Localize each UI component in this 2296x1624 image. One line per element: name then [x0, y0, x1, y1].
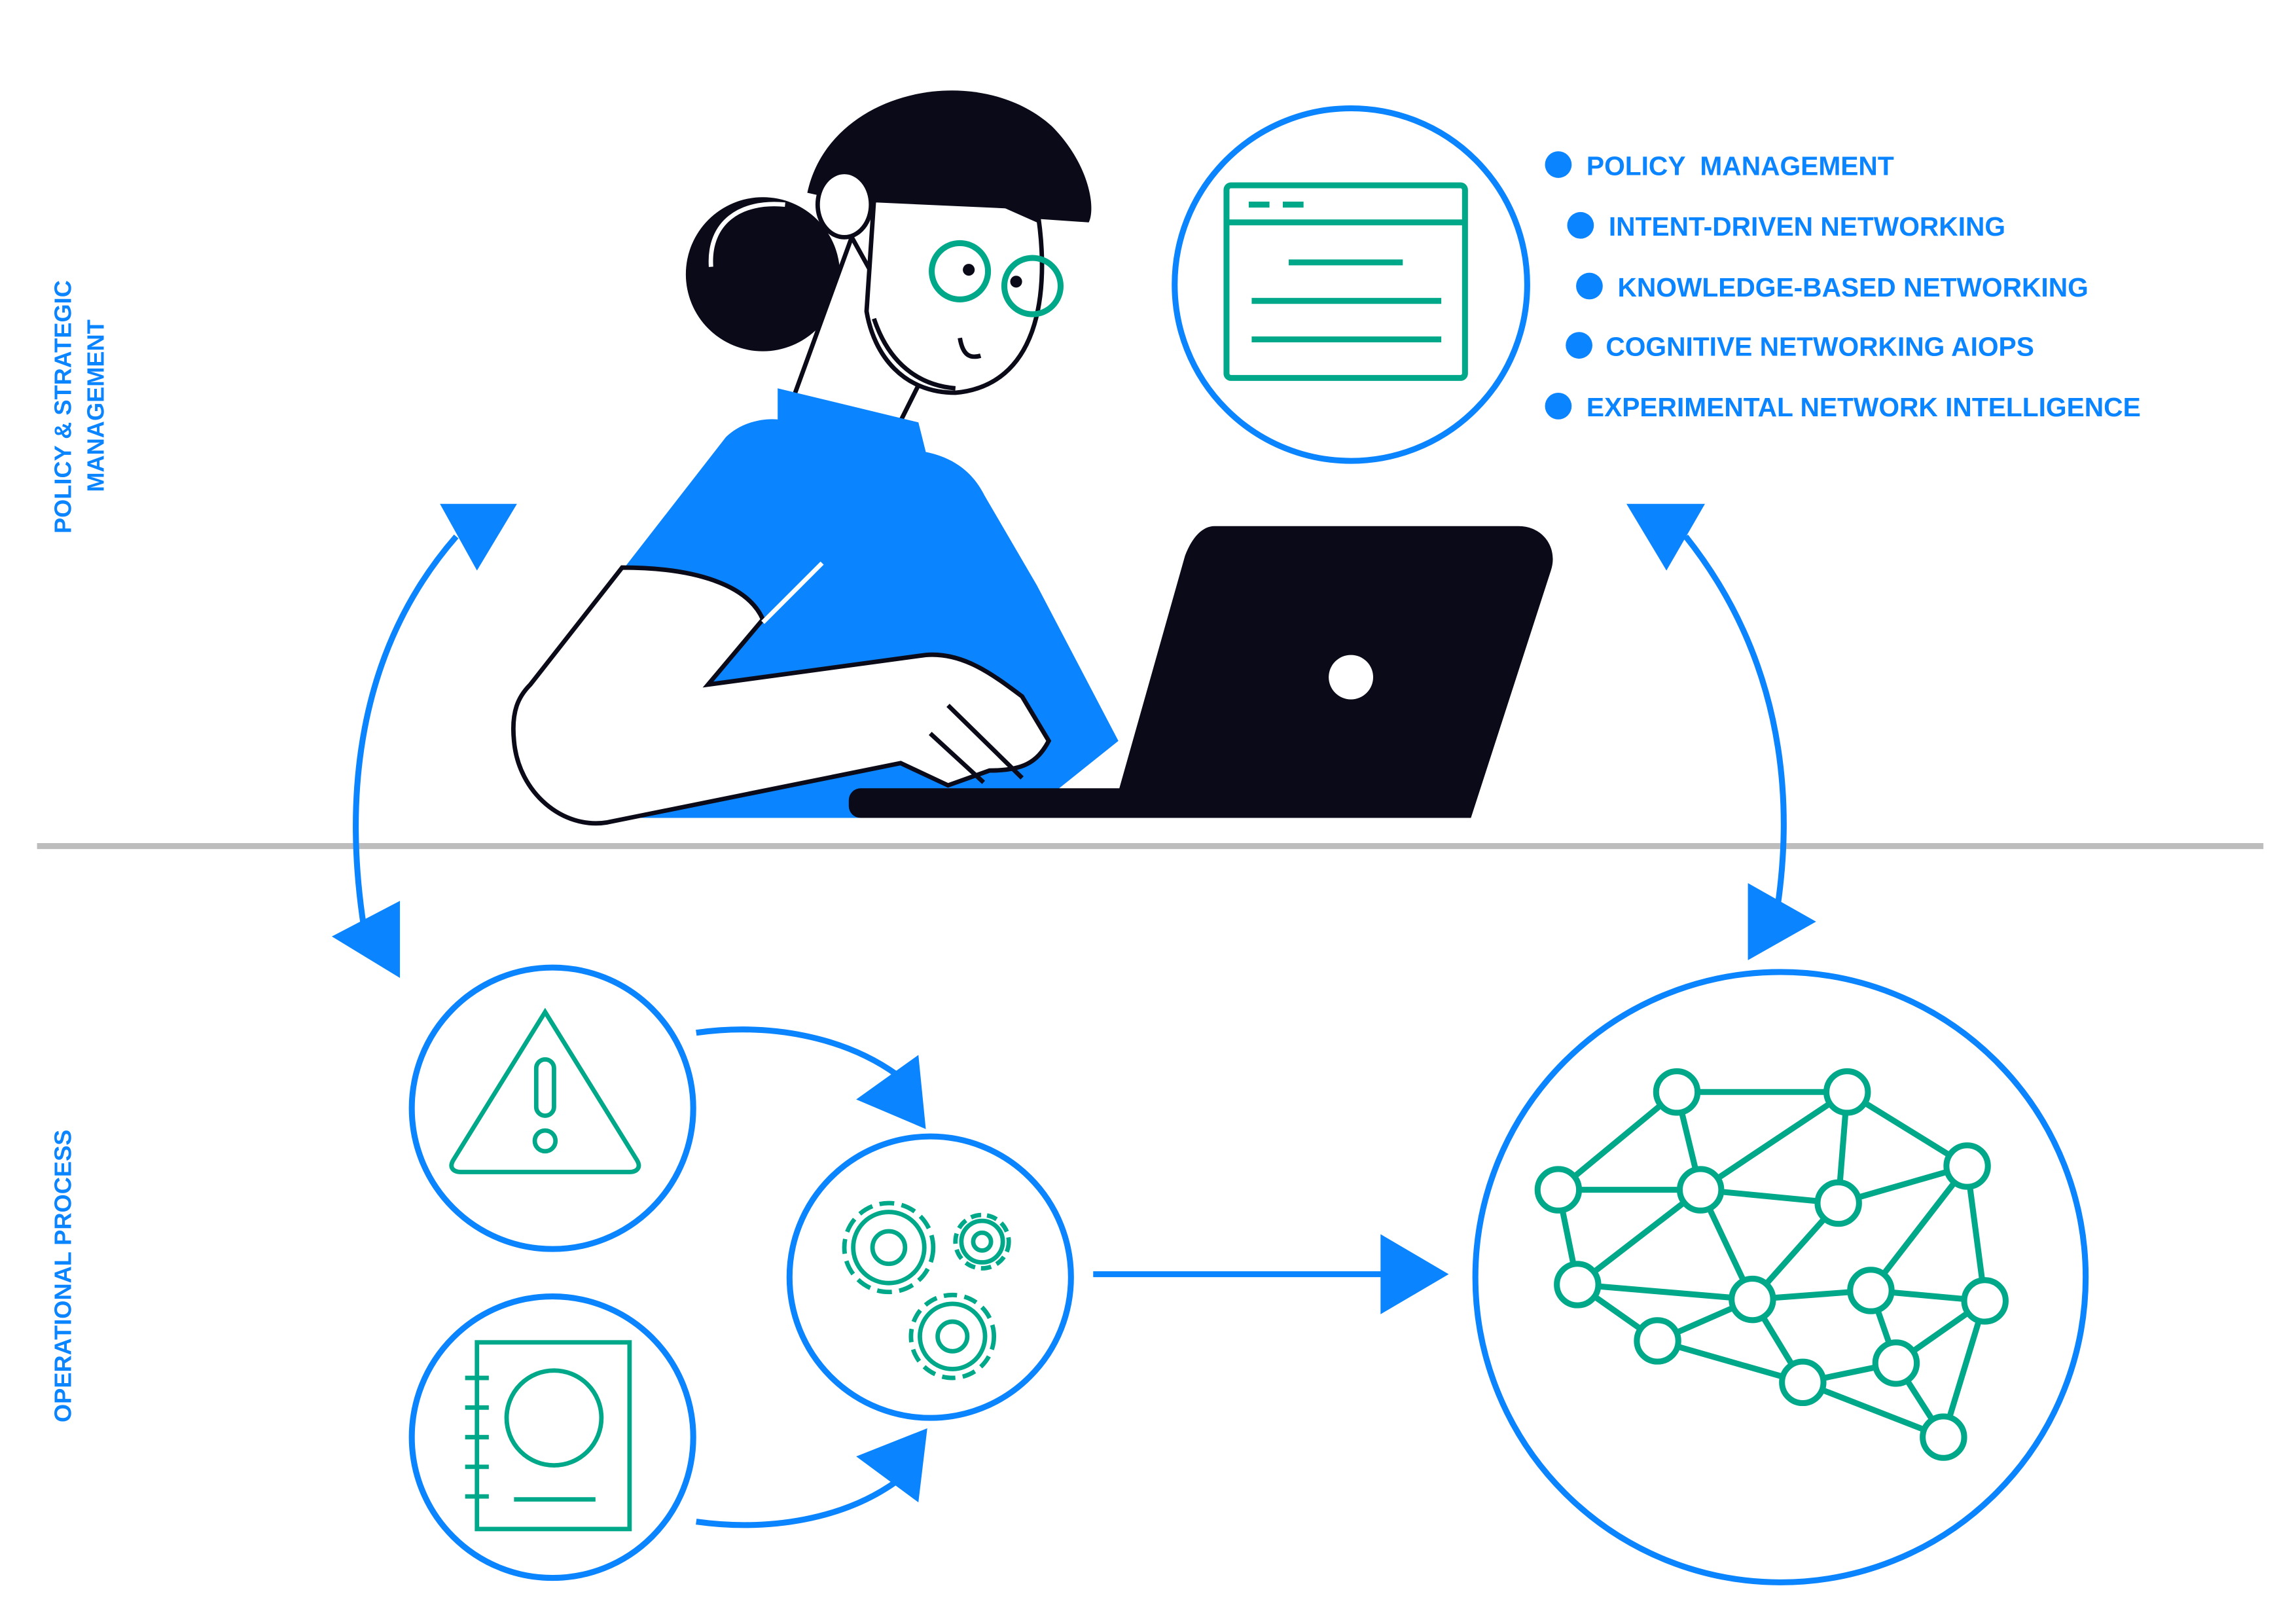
side-label-line2: MANAGEMENT — [82, 319, 109, 492]
network-node-dot — [1779, 1358, 1827, 1407]
network-edge — [1575, 1187, 1702, 1288]
network-node-dot — [1920, 1413, 1967, 1461]
right-cycle-arrow — [1626, 503, 1816, 960]
network-node — [1472, 969, 2089, 1585]
document-icon — [465, 1340, 632, 1532]
network-edge — [1868, 1164, 1970, 1293]
network-node-dot — [1676, 1166, 1725, 1214]
network-node-dot — [1534, 1166, 1583, 1214]
side-label-policy: POLICY & STRATEGIC MANAGEMENT — [50, 280, 109, 533]
side-label-operational: OPERATIONAL PROCESS — [50, 1130, 77, 1422]
network-node-dot — [1872, 1339, 1920, 1387]
network-edge — [1657, 1338, 1804, 1386]
legend-item: INTENT-DRIVEN NETWORKING — [1567, 211, 2005, 242]
processing-node — [786, 1133, 1074, 1421]
policy-window-node — [1172, 105, 1530, 464]
network-edge — [1801, 1379, 1945, 1440]
network-node-dot — [1634, 1317, 1681, 1365]
gears-icon — [842, 1200, 1011, 1380]
network-node-dot — [1554, 1261, 1602, 1308]
legend-item: KNOWLEDGE-BASED NETWORKING — [1576, 272, 2089, 302]
legend-label: EXPERIMENTAL NETWORK INTELLIGENCE — [1587, 392, 2141, 422]
network-node-dot — [1729, 1275, 1776, 1324]
alert-node — [408, 964, 696, 1252]
network-edge — [1577, 1281, 1753, 1303]
side-label-line1: POLICY & STRATEGIC — [50, 280, 77, 533]
legend-label: KNOWLEDGE-BASED NETWORKING — [1617, 272, 2088, 302]
flow-arrows — [696, 1026, 1449, 1528]
warning-triangle-icon — [449, 1007, 641, 1174]
network-node-dot — [1847, 1267, 1895, 1314]
browser-window-icon — [1223, 182, 1468, 381]
network-edge — [1941, 1300, 1988, 1438]
network-edge — [1556, 1089, 1679, 1193]
network-node-dot — [1943, 1142, 1991, 1190]
left-cycle-arrow — [331, 503, 517, 978]
network-node-dot — [1823, 1068, 1871, 1116]
legend-label: POLICY MANAGEMENT — [1587, 151, 1894, 181]
legend-label: COGNITIVE NETWORKING AIOPS — [1605, 331, 2034, 361]
network-node-dot — [1814, 1179, 1862, 1227]
legend-label: INTENT-DRIVEN NETWORKING — [1609, 211, 2005, 242]
network-node-dot — [1653, 1068, 1701, 1116]
legend-item: POLICY MANAGEMENT — [1545, 151, 1894, 181]
neural-network-icon — [1534, 1068, 2009, 1461]
network-edge — [1698, 1089, 1849, 1193]
network-node-dot — [1961, 1277, 2009, 1325]
legend-item: EXPERIMENTAL NETWORK INTELLIGENCE — [1545, 392, 2141, 422]
person-at-laptop-illustration — [511, 90, 1553, 826]
document-node — [408, 1293, 696, 1581]
legend-item: COGNITIVE NETWORKING AIOPS — [1566, 331, 2034, 361]
legend: POLICY MANAGEMENT INTENT-DRIVEN NETWORKI… — [1545, 151, 2141, 422]
